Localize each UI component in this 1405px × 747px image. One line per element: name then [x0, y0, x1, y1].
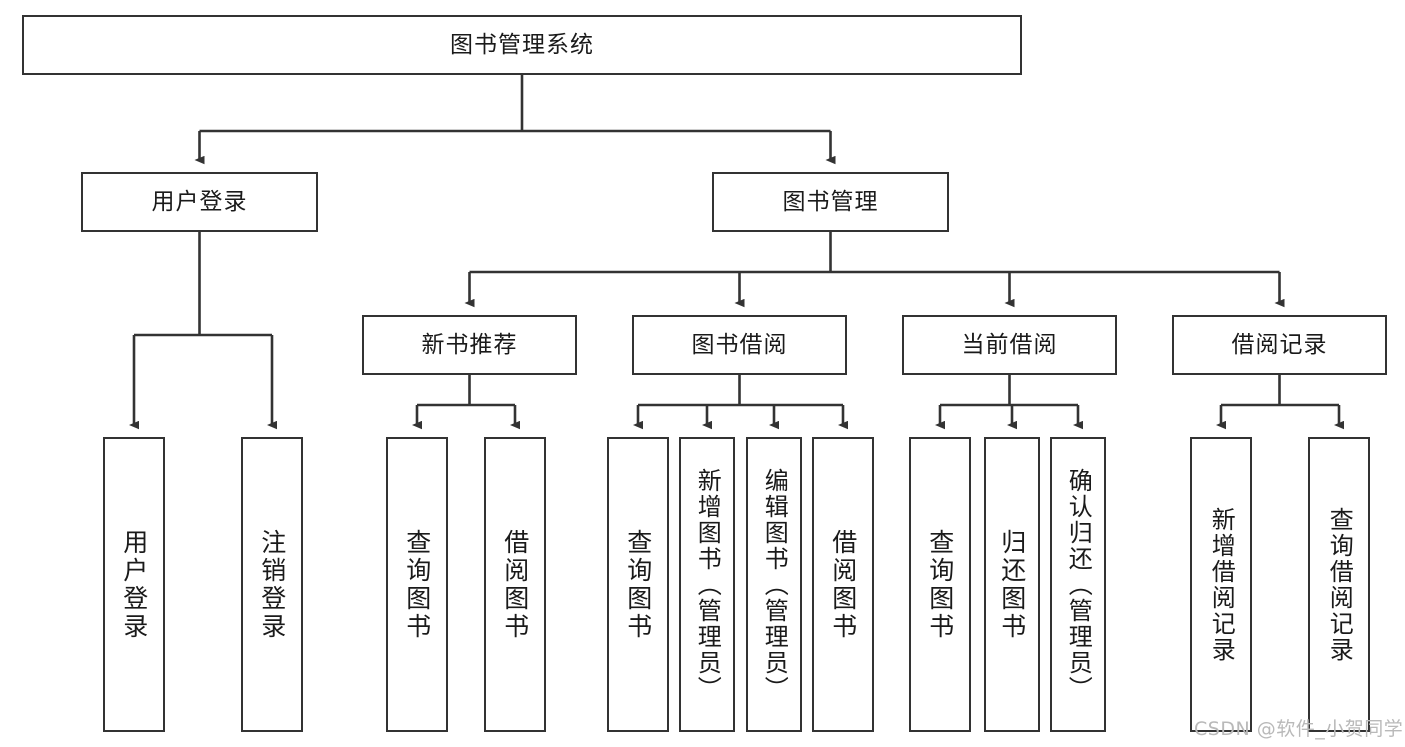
leaf-add-book[interactable]: 新增图书（管理员）	[679, 437, 735, 732]
leaf-borrow-book-2-label: 借阅图书	[828, 528, 858, 641]
leaf-user-login[interactable]: 用户登录	[103, 437, 165, 732]
node-book-borrow[interactable]: 图书借阅	[632, 315, 847, 375]
leaf-logout[interactable]: 注销登录	[241, 437, 303, 732]
leaf-query-book-3-label: 查询图书	[925, 528, 955, 641]
leaf-edit-book[interactable]: 编辑图书（管理员）	[746, 437, 802, 732]
leaf-query-book-1[interactable]: 查询图书	[386, 437, 448, 732]
node-new-book-rec[interactable]: 新书推荐	[362, 315, 577, 375]
node-borrow-record-label: 借阅记录	[1231, 331, 1328, 358]
leaf-query-book-2[interactable]: 查询图书	[607, 437, 669, 732]
leaf-logout-label: 注销登录	[257, 528, 287, 641]
node-current-borrow[interactable]: 当前借阅	[902, 315, 1117, 375]
leaf-confirm-return-label: 确认归还（管理员）	[1064, 467, 1093, 702]
node-book-manage[interactable]: 图书管理	[712, 172, 949, 232]
node-root[interactable]: 图书管理系统	[22, 15, 1022, 75]
node-user-login[interactable]: 用户登录	[81, 172, 318, 232]
leaf-borrow-book-1-label: 借阅图书	[500, 528, 530, 641]
leaf-query-record[interactable]: 查询借阅记录	[1308, 437, 1370, 732]
node-root-label: 图书管理系统	[450, 31, 594, 58]
leaf-query-book-1-label: 查询图书	[402, 528, 432, 641]
csdn-watermark: CSDN @软件_小贺同学	[1194, 718, 1404, 740]
leaf-query-record-label: 查询借阅记录	[1325, 506, 1354, 663]
leaf-add-record-label: 新增借阅记录	[1207, 506, 1236, 663]
leaf-add-book-label: 新增图书（管理员）	[693, 467, 722, 702]
node-book-manage-label: 图书管理	[782, 188, 879, 215]
node-book-borrow-label: 图书借阅	[691, 331, 788, 358]
leaf-query-book-2-label: 查询图书	[623, 528, 653, 641]
leaf-return-book-label: 归还图书	[997, 528, 1027, 641]
node-user-login-label: 用户登录	[151, 188, 248, 215]
leaf-add-record[interactable]: 新增借阅记录	[1190, 437, 1252, 732]
leaf-user-login-label: 用户登录	[119, 528, 149, 641]
leaf-confirm-return[interactable]: 确认归还（管理员）	[1050, 437, 1106, 732]
leaf-borrow-book-1[interactable]: 借阅图书	[484, 437, 546, 732]
node-current-borrow-label: 当前借阅	[961, 331, 1058, 358]
leaf-edit-book-label: 编辑图书（管理员）	[760, 467, 789, 702]
leaf-borrow-book-2[interactable]: 借阅图书	[812, 437, 874, 732]
node-new-book-rec-label: 新书推荐	[421, 331, 518, 358]
leaf-query-book-3[interactable]: 查询图书	[909, 437, 971, 732]
node-borrow-record[interactable]: 借阅记录	[1172, 315, 1387, 375]
leaf-return-book[interactable]: 归还图书	[984, 437, 1040, 732]
